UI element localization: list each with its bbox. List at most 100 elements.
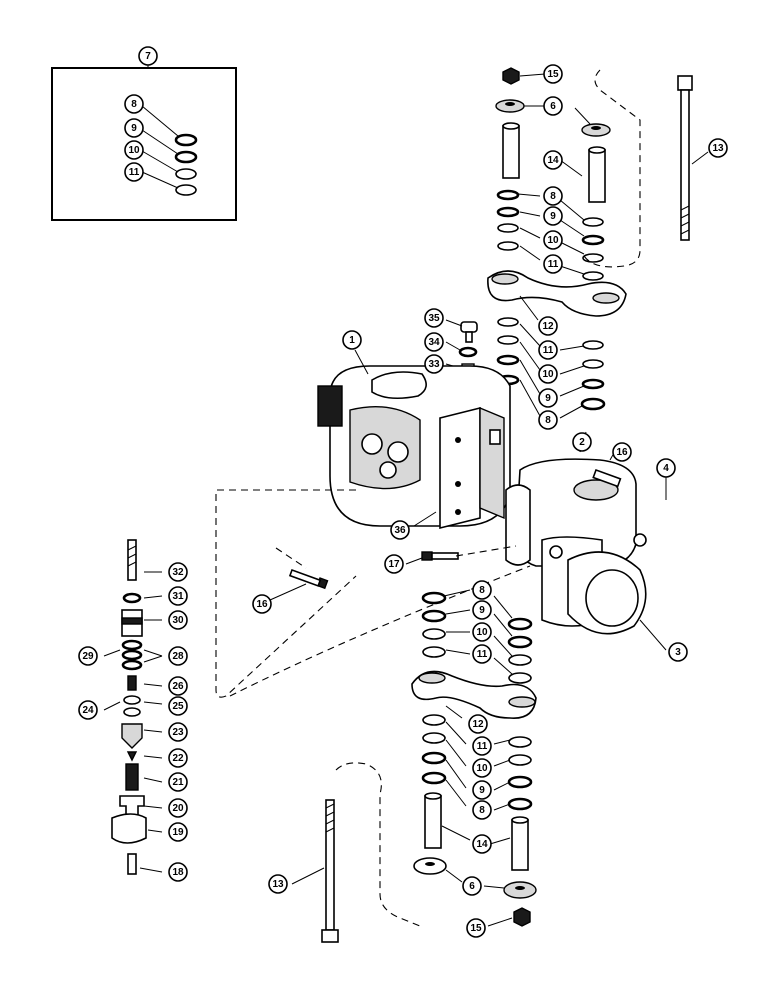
callout-10: 10 (472, 622, 492, 642)
callout-number: 32 (172, 567, 184, 578)
callout-number: 1 (349, 335, 355, 346)
callout-circle (168, 822, 188, 842)
callout-number: 2 (579, 437, 585, 448)
callout-8: 8 (538, 410, 558, 430)
callout-number: 11 (477, 649, 488, 660)
callout-24: 24 (78, 700, 98, 720)
callout-number: 17 (388, 559, 400, 570)
callout-circle (168, 696, 188, 716)
callout-number: 4 (663, 463, 669, 474)
callout-7: 7 (138, 46, 158, 66)
callout-10: 10 (543, 230, 563, 250)
callout-28: 28 (168, 646, 188, 666)
callout-number: 8 (545, 415, 551, 426)
callout-3: 3 (668, 642, 688, 662)
callout-29: 29 (78, 646, 98, 666)
callout-number: 16 (256, 599, 268, 610)
callout-circle (384, 554, 404, 574)
callout-31: 31 (168, 586, 188, 606)
callout-number: 10 (542, 369, 554, 380)
callout-circle (168, 748, 188, 768)
callout-circle (268, 874, 288, 894)
callout-number: 30 (172, 615, 184, 626)
callout-circle (342, 330, 362, 350)
callout-circle (472, 834, 492, 854)
callout-12: 12 (468, 714, 488, 734)
callout-circle (472, 800, 492, 820)
callout-number: 13 (712, 143, 724, 154)
callout-number: 36 (394, 525, 406, 536)
lower-hardware-stack (291, 589, 537, 943)
callout-15: 15 (466, 918, 486, 938)
callout-35: 35 (424, 308, 444, 328)
callout-number: 14 (476, 839, 488, 850)
callout-circle (543, 254, 563, 274)
callout-8: 8 (543, 186, 563, 206)
callout-15: 15 (543, 64, 563, 84)
long-bolt-upper (583, 69, 709, 268)
callout-25: 25 (168, 696, 188, 716)
callout-circle (124, 94, 144, 114)
callout-11: 11 (124, 162, 144, 182)
callout-number: 8 (550, 191, 556, 202)
callout-17: 17 (384, 554, 404, 574)
callout-circle (462, 876, 482, 896)
callout-circle (466, 918, 486, 938)
callout-10: 10 (472, 758, 492, 778)
callout-18: 18 (168, 862, 188, 882)
callout-number: 10 (547, 235, 559, 246)
callout-number: 18 (172, 867, 184, 878)
callout-11: 11 (543, 254, 563, 274)
callout-number: 7 (145, 51, 151, 62)
callout-9: 9 (538, 388, 558, 408)
callout-number: 10 (476, 763, 488, 774)
callout-number: 26 (172, 681, 184, 692)
callout-circle (252, 594, 272, 614)
callout-14: 14 (543, 150, 563, 170)
callout-number: 34 (428, 337, 440, 348)
callout-21: 21 (168, 772, 188, 792)
callout-labels: 7891011156148910111312111098353433121643… (78, 46, 728, 938)
callout-8: 8 (124, 94, 144, 114)
callout-number: 21 (172, 777, 184, 788)
callout-23: 23 (168, 722, 188, 742)
callout-circle (538, 316, 558, 336)
callout-number: 11 (477, 741, 488, 752)
callout-6: 6 (543, 96, 563, 116)
callout-11: 11 (538, 340, 558, 360)
callout-number: 28 (172, 651, 184, 662)
callout-circle (668, 642, 688, 662)
callout-16: 16 (612, 442, 632, 462)
callout-number: 6 (469, 881, 475, 892)
callout-number: 16 (616, 447, 628, 458)
callout-circle (168, 676, 188, 696)
callout-number: 8 (131, 99, 137, 110)
callout-9: 9 (124, 118, 144, 138)
callout-number: 29 (82, 651, 94, 662)
callout-circle (543, 150, 563, 170)
callout-circle (472, 736, 492, 756)
callout-33: 33 (424, 354, 444, 374)
callout-8: 8 (472, 580, 492, 600)
callout-circle (424, 332, 444, 352)
callout-34: 34 (424, 332, 444, 352)
callout-circle (538, 410, 558, 430)
callout-number: 24 (82, 705, 94, 716)
callout-circle (543, 186, 563, 206)
callout-circle (124, 162, 144, 182)
callout-circle (168, 862, 188, 882)
callout-number: 12 (542, 321, 554, 332)
callout-number: 9 (479, 605, 485, 616)
callout-number: 9 (479, 785, 485, 796)
callout-circle (656, 458, 676, 478)
callout-circle (543, 64, 563, 84)
callout-number: 9 (545, 393, 551, 404)
callout-11: 11 (472, 736, 492, 756)
callout-circle (472, 622, 492, 642)
seal-kit-inset (51, 62, 237, 221)
callout-9: 9 (543, 206, 563, 226)
callout-circle (168, 772, 188, 792)
callout-number: 23 (172, 727, 184, 738)
relief-valve-stack (103, 539, 163, 875)
